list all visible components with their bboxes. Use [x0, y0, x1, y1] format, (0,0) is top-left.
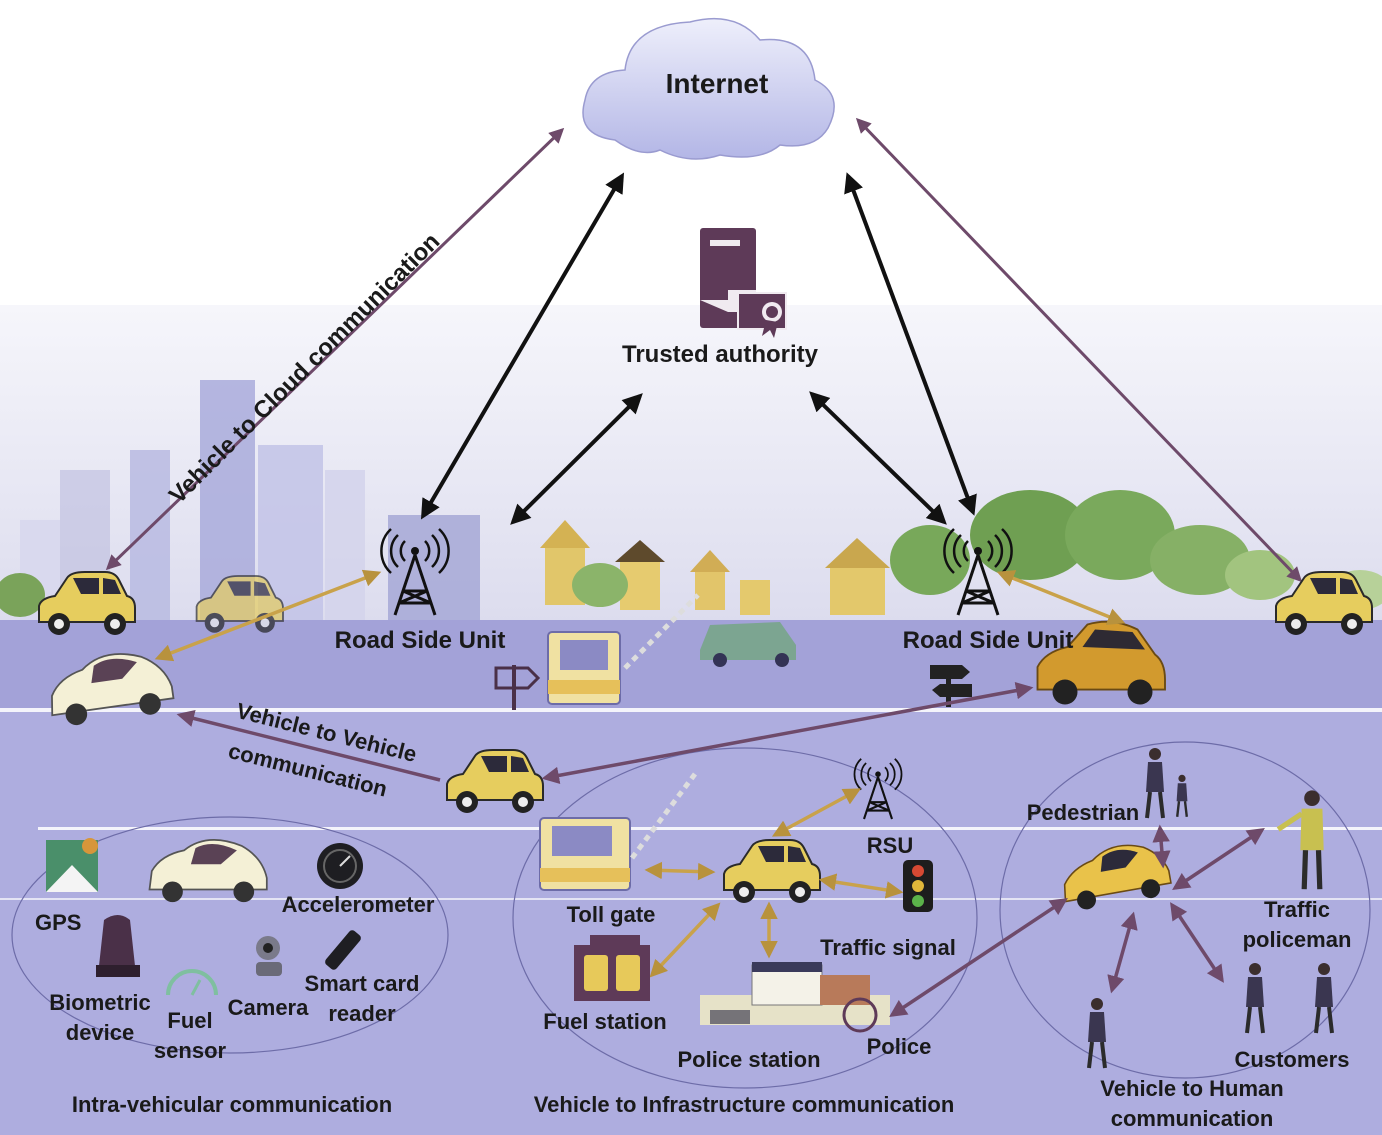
signpost-left-icon [494, 665, 541, 710]
v2v-left-arrow [176, 709, 441, 782]
biometric-device-icon [96, 915, 140, 977]
rsu-right-label: Road Side Unit [902, 627, 1074, 654]
intra-vehicular-label: Intra-vehicular communication [71, 1092, 393, 1117]
vehicle-links [154, 569, 1126, 785]
car-white-left-icon [51, 653, 175, 726]
accelerometer-icon [317, 843, 363, 889]
police-station-icon [700, 962, 890, 1033]
traffic-policeman-label-line1: Traffic [1263, 897, 1331, 922]
camera-icon [256, 936, 282, 976]
gps-label: GPS [35, 910, 82, 935]
internet-label: Internet [665, 68, 769, 99]
police-label: Police [866, 1034, 932, 1059]
intra-region [11, 816, 449, 1054]
fuel-sensor-label-line2: sensor [153, 1038, 227, 1063]
fuel-sensor-icon [166, 969, 218, 996]
v2i-links [644, 788, 904, 978]
v2v-right-arrow [541, 681, 1034, 785]
v2i-label: Vehicle to Infrastructure communication [533, 1092, 955, 1117]
fuel-sensor-label-line1: Fuel [167, 1008, 213, 1033]
internet-links [105, 117, 1303, 583]
traffic-signal-icon [903, 860, 933, 912]
pedestrian-label: Pedestrian [1026, 800, 1140, 825]
traffic-policeman-label-line2: policeman [1242, 927, 1352, 952]
car-intra-icon [148, 839, 268, 903]
rsu-small-label: RSU [866, 833, 914, 858]
trusted-authority-icon [700, 228, 787, 338]
smart-card-label-line2: reader [328, 1001, 396, 1026]
rsu-car-right-arrow [996, 570, 1126, 625]
fuel-station-label: Fuel station [543, 1009, 667, 1034]
v2c-left-arrow [105, 127, 565, 571]
fuel-station-icon [574, 935, 650, 1001]
rsu-left-label: Road Side Unit [334, 627, 506, 654]
police-station-label: Police station [677, 1047, 821, 1072]
toll-gate-label: Toll gate [566, 902, 656, 927]
traffic-policeman-icon [1276, 790, 1324, 890]
v2h-links [889, 824, 1265, 1017]
rsu-car-left-arrow [154, 569, 382, 662]
biometric-label-line2: device [65, 1020, 135, 1045]
internet-cloud [582, 17, 835, 160]
camera-label: Camera [227, 995, 309, 1020]
customers-label: Customers [1234, 1047, 1350, 1072]
v2c-right-arrow [855, 117, 1303, 583]
taxi-icon [1063, 844, 1172, 910]
v2h-label-line2: communication [1110, 1106, 1274, 1131]
smart-card-label-line1: Smart card [304, 971, 420, 996]
biometric-label-line1: Biometric [49, 990, 151, 1015]
accelerometer-label: Accelerometer [281, 892, 435, 917]
car-green-icon [700, 622, 796, 667]
traffic-signal-label: Traffic signal [820, 935, 956, 960]
v2h-label-line1: Vehicle to Human [1100, 1076, 1284, 1101]
trusted-authority-label: Trusted authority [621, 341, 819, 368]
gps-icon [46, 838, 98, 892]
toll-gate-bottom-icon [539, 772, 697, 891]
smart-card-reader-icon [325, 930, 361, 970]
